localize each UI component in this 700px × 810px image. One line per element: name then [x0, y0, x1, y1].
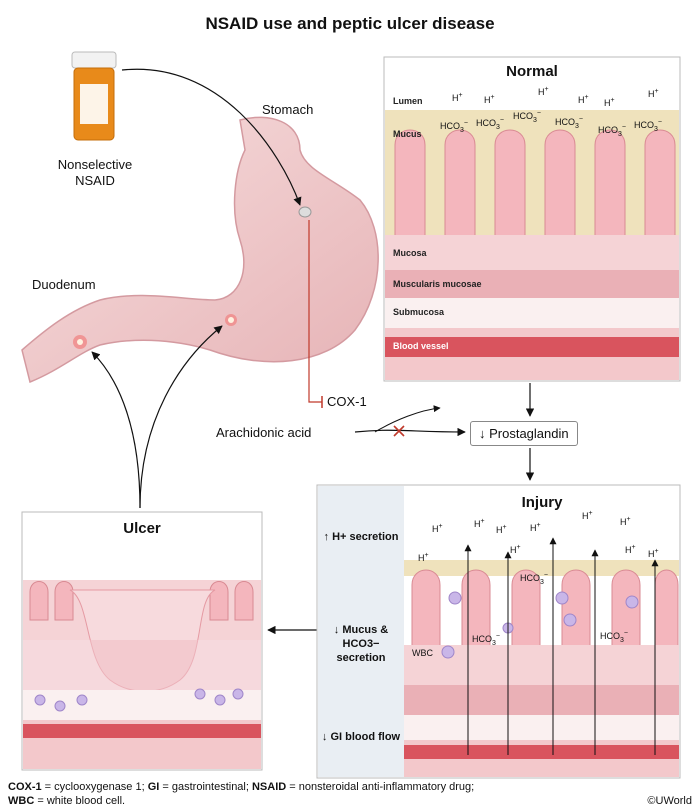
layer-lumen: Lumen	[393, 96, 423, 106]
prostaglandin-box: ↓ Prostaglandin	[470, 421, 578, 446]
duodenum-label: Duodenum	[32, 277, 96, 292]
ion-h-injury: H+	[432, 523, 443, 534]
arrow-cox-branch	[374, 405, 441, 433]
effect-h-secretion: ↑ H+ secretion	[323, 531, 399, 543]
effect-mucus-secretion: ↓ Mucus & HCO3− secretion	[333, 624, 389, 664]
arrow-ulcer-to-stomach	[139, 325, 223, 509]
abbr-gi: GI	[147, 781, 160, 793]
stomach-illustration	[21, 116, 379, 384]
ion-h-normal: H+	[604, 97, 615, 108]
pill-bottle-icon	[71, 51, 117, 141]
def-wbc: = white blood cell.	[34, 795, 126, 807]
ulcer-panel-title: Ulcer	[123, 520, 161, 537]
ion-h-injury: H+	[510, 544, 521, 555]
arrow-nsaid-to-stomach	[121, 68, 302, 206]
ion-h-normal: H+	[452, 92, 463, 103]
ion-h-injury: H+	[625, 544, 636, 555]
ion-hco3-normal: HCO3−	[440, 120, 468, 134]
figure-title: NSAID use and peptic ulcer disease	[205, 14, 495, 33]
ulcer-panel	[21, 511, 263, 771]
def-cox1: = cyclooxygenase 1;	[41, 781, 148, 793]
injury-panel	[316, 484, 681, 779]
def-gi: = gastrointestinal;	[159, 781, 252, 793]
ion-hco3-normal: HCO3−	[476, 117, 504, 131]
ion-hco3-normal: HCO3−	[513, 110, 541, 124]
credit: ©UWorld	[647, 795, 692, 807]
ion-h-injury: H+	[530, 522, 541, 533]
layer-mucosa: Mucosa	[393, 248, 427, 258]
arrow-ulcer-to-duodenum	[91, 351, 141, 509]
ion-h-normal: H+	[484, 94, 495, 105]
ion-hco3-injury: HCO3−	[472, 633, 500, 647]
arrow-arachidonic	[354, 427, 466, 437]
ion-h-normal: H+	[578, 94, 589, 105]
ion-h-injury: H+	[496, 524, 507, 535]
ion-h-injury: H+	[620, 516, 631, 527]
layer-blood-vessel: Blood vessel	[393, 341, 449, 351]
footnote-line1: COX-1 = cyclooxygenase 1; GI = gastroint…	[8, 780, 648, 794]
ion-h-injury: H+	[474, 518, 485, 529]
layer-mucus: Mucus	[393, 129, 422, 139]
nsaid-label-line1: Nonselective	[57, 157, 133, 172]
wbc-label: WBC	[412, 648, 433, 658]
inhibition-line	[308, 220, 322, 403]
ion-h-injury: H+	[648, 548, 659, 559]
layer-muscularis: Muscularis mucosae	[393, 279, 482, 289]
injury-panel-title: Injury	[521, 494, 563, 511]
blocked-x-icon	[393, 425, 405, 437]
layer-submucosa: Submucosa	[393, 307, 445, 317]
footnote: COX-1 = cyclooxygenase 1; GI = gastroint…	[8, 780, 648, 808]
ion-h-normal: H+	[648, 88, 659, 99]
normal-panel-title: Normal	[506, 63, 558, 80]
ion-h-injury: H+	[418, 552, 429, 563]
ion-hco3-normal: HCO3−	[598, 124, 626, 138]
effect-blood-flow: ↓ GI blood flow	[321, 731, 401, 743]
ion-hco3-injury: HCO3−	[600, 630, 628, 644]
arachidonic-acid-label: Arachidonic acid	[216, 425, 312, 440]
ion-hco3-injury: HCO3−	[520, 572, 548, 586]
abbr-wbc: WBC	[8, 795, 35, 807]
ion-hco3-normal: HCO3−	[634, 119, 662, 133]
abbr-cox1: COX-1	[8, 781, 42, 793]
cox1-label: COX-1	[327, 394, 367, 409]
footnote-line2: WBC = white blood cell.	[8, 794, 648, 808]
nsaid-label-line2: NSAID	[75, 173, 115, 188]
stomach-label: Stomach	[262, 102, 314, 117]
ion-h-normal: H+	[538, 86, 549, 97]
normal-panel	[383, 56, 681, 382]
ion-hco3-normal: HCO3−	[555, 116, 583, 130]
abbr-nsaid: NSAID	[251, 781, 287, 793]
ion-h-injury: H+	[582, 510, 593, 521]
nsaid-label: Nonselective NSAID	[54, 157, 136, 189]
def-nsaid: = nonsteroidal anti-inflammatory drug;	[286, 781, 475, 793]
